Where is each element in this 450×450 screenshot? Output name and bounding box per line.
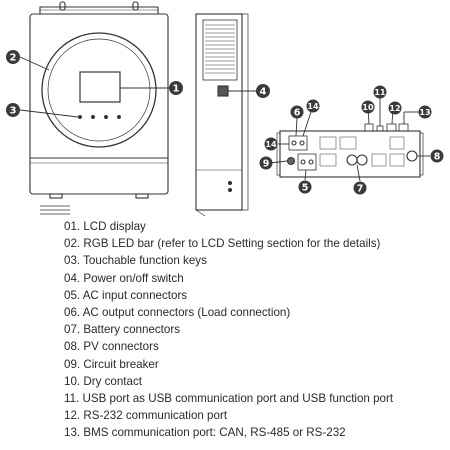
ac-output-connector (288, 135, 308, 151)
callout-5: 5 (298, 180, 312, 194)
svg-text:8: 8 (434, 151, 441, 162)
touch-key (91, 115, 95, 119)
callout-11: 11 (373, 85, 387, 99)
front-view (29, 1, 169, 215)
legend-item: 03. Touchable function keys (64, 254, 207, 268)
svg-text:6: 6 (294, 107, 301, 118)
svg-text:14: 14 (307, 102, 319, 111)
svg-text:10: 10 (362, 103, 374, 112)
circuit-breaker (286, 156, 296, 166)
led-ring (41, 32, 157, 148)
rs232-port (386, 123, 397, 132)
touch-key (78, 115, 82, 119)
pv-connector (406, 150, 418, 162)
side-vent-grille (205, 24, 235, 74)
svg-text:3: 3 (10, 106, 17, 117)
bottom-vents (319, 136, 405, 167)
callout-14b: 14 (264, 137, 278, 151)
dry-contact-port (364, 123, 374, 132)
ac-input-connector (297, 153, 317, 171)
callout-4: 4 (256, 84, 270, 98)
legend-item: 09. Circuit breaker (64, 357, 159, 371)
svg-text:9: 9 (263, 158, 270, 169)
callout-9: 9 (259, 156, 273, 170)
callout-badges: 1 2 3 4 6 14 11 10 12 13 14 9 5 7 8 (6, 50, 444, 195)
legend-item: 02. RGB LED bar (refer to LCD Setting se… (64, 237, 381, 251)
svg-text:14: 14 (265, 140, 277, 149)
svg-text:11: 11 (374, 88, 386, 97)
svg-text:13: 13 (419, 108, 430, 117)
bottom-view (276, 123, 424, 178)
svg-text:12: 12 (389, 104, 400, 113)
power-switch (217, 85, 229, 97)
legend-item: 08. PV connectors (64, 340, 159, 354)
svg-text:7: 7 (357, 183, 364, 194)
callout-13: 13 (418, 105, 432, 119)
side-view (195, 13, 249, 217)
bms-port (398, 123, 409, 132)
legend-item: 12. RS-232 communication port (64, 409, 228, 423)
legend-item: 04. Power on/off switch (64, 271, 184, 285)
legend-item: 07. Battery connectors (64, 323, 180, 337)
callout-6: 6 (290, 105, 304, 119)
lcd-display (79, 71, 121, 103)
svg-text:1: 1 (173, 84, 180, 95)
legend-item: 10. Dry contact (64, 374, 142, 388)
svg-text:2: 2 (10, 53, 17, 64)
svg-text:4: 4 (260, 87, 267, 98)
callout-7: 7 (353, 181, 367, 195)
touch-key (104, 115, 108, 119)
legend-item: 13. BMS communication port: CAN, RS-485 … (64, 426, 346, 440)
touch-key (117, 115, 121, 119)
legend-item: 01. LCD display (64, 220, 146, 233)
callout-8: 8 (430, 149, 444, 163)
product-diagram: 1 2 3 4 6 14 11 10 12 13 14 9 5 7 8 (6, 1, 444, 217)
callout-2: 2 (6, 50, 20, 64)
battery-connector (356, 154, 368, 166)
svg-text:5: 5 (302, 182, 309, 193)
legend-item: 05. AC input connectors (64, 288, 188, 302)
usb-port (376, 125, 384, 132)
battery-connector (346, 154, 358, 166)
legend-item: 11. USB port as USB communication port a… (64, 392, 394, 406)
callout-3: 3 (6, 103, 20, 117)
callout-14a: 14 (306, 99, 320, 113)
callout-10: 10 (361, 100, 375, 114)
callout-12: 12 (388, 101, 402, 115)
callout-1: 1 (169, 81, 183, 95)
legend-item: 06. AC output connectors (Load connectio… (64, 306, 291, 320)
legend-list: 01. LCD display 02. RGB LED bar (refer t… (64, 218, 450, 442)
